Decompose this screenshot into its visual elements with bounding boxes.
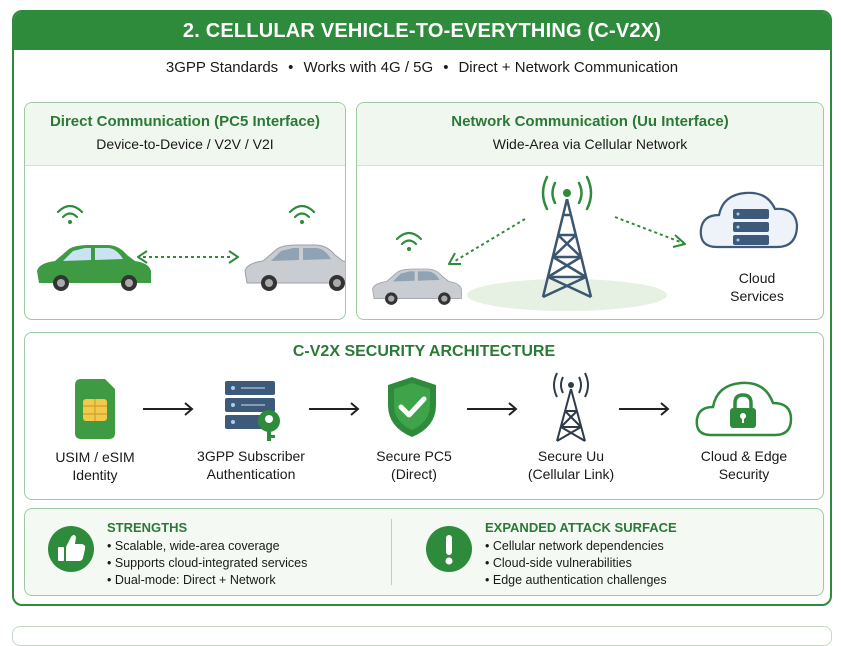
shield-check-icon <box>388 377 436 437</box>
server-key-icon <box>225 381 280 441</box>
security-architecture-panel: C-V2X SECURITY ARCHITECTURE <box>24 332 824 500</box>
strengths-item: • Dual-mode: Direct + Network <box>107 573 276 587</box>
attack-surface-item: • Cellular network dependencies <box>485 539 664 553</box>
warning-exclamation-icon <box>426 526 472 572</box>
step-4-line1: Secure Uu <box>537 448 605 464</box>
tower-to-cloud-arrow <box>614 216 686 248</box>
green-car-icon <box>37 245 151 291</box>
security-step-4-label: Secure Uu (Cellular Link) <box>511 447 631 483</box>
subtitle-item-standards: 3GPP Standards <box>165 59 279 76</box>
thumbs-up-icon <box>48 526 94 572</box>
network-subheading: Wide-Area via Cellular Network <box>492 136 688 152</box>
page-title: 2. CELLULAR VEHICLE-TO-EVERYTHING (C-V2X… <box>14 12 830 50</box>
network-heading: Network Communication (Uu Interface) <box>451 113 729 130</box>
attack-surface-list: • Cellular network dependencies • Cloud-… <box>485 538 667 589</box>
security-title: C-V2X SECURITY ARCHITECTURE <box>292 343 556 360</box>
wifi-icon <box>395 231 423 251</box>
cv2x-card: 2. CELLULAR VEHICLE-TO-EVERYTHING (C-V2X… <box>12 10 832 606</box>
step-3-line1: Secure PC5 <box>376 448 452 464</box>
security-step-3-label: Secure PC5 (Direct) <box>359 447 469 483</box>
subtitle-line: 3GPP Standards • Works with 4G / 5G • Direct… <box>14 59 830 76</box>
flow-arrow-icon <box>619 402 670 416</box>
signal-waves-icon <box>541 175 593 211</box>
attack-surface-heading: EXPANDED ATTACK SURFACE <box>485 520 677 535</box>
wifi-icon <box>56 204 84 224</box>
silver-car-icon <box>372 268 462 305</box>
cloud-lock-icon <box>695 381 793 437</box>
next-card-edge <box>12 626 832 646</box>
step-2-line2: Authentication <box>206 466 296 482</box>
network-communication-panel: Network Communication (Uu Interface) Wid… <box>356 102 824 320</box>
security-step-2-label: 3GPP Subscriber Authentication <box>185 447 317 483</box>
step-3-line2: (Direct) <box>391 466 437 482</box>
cloud-services-label: Cloud Services <box>697 269 817 305</box>
wifi-icon <box>288 204 316 224</box>
tower-ground-shadow <box>467 279 667 311</box>
network-panel-header: Network Communication (Uu Interface) Wid… <box>357 103 823 166</box>
cloud-label-line2: Services <box>730 288 784 304</box>
cell-tower-icon <box>541 198 593 299</box>
strengths-item: • Scalable, wide-area coverage <box>107 539 280 553</box>
direct-subheading: Device-to-Device / V2V / V2I <box>96 136 274 152</box>
cell-tower-icon <box>553 372 589 442</box>
step-5-line1: Cloud & Edge <box>700 448 788 464</box>
sim-card-icon <box>75 379 115 439</box>
direct-panel-header: Direct Communication (PC5 Interface) Dev… <box>25 103 345 166</box>
strengths-item: • Supports cloud-integrated services <box>107 556 308 570</box>
tower-to-car-arrow <box>448 218 526 265</box>
strengths-list: • Scalable, wide-area coverage • Support… <box>107 538 307 589</box>
cloud-label-line1: Cloud <box>738 270 776 286</box>
strengths-heading: STRENGTHS <box>107 520 188 535</box>
bidirectional-arrow-icon <box>137 250 239 264</box>
security-step-1-label: USIM / eSIM Identity <box>45 448 145 484</box>
flow-arrow-icon <box>467 402 518 416</box>
network-illustration <box>372 175 799 311</box>
direct-heading: Direct Communication (PC5 Interface) <box>49 113 321 130</box>
step-5-line2: Security <box>718 466 770 482</box>
step-1-line1: USIM / eSIM <box>55 449 135 465</box>
flow-arrow-icon <box>309 402 360 416</box>
subtitle-item-modes: Direct + Network Communication <box>458 59 679 76</box>
attack-surface-item: • Cloud-side vulnerabilities <box>485 556 632 570</box>
silver-car-icon <box>244 244 345 291</box>
security-step-5-label: Cloud & Edge Security <box>685 447 803 483</box>
subtitle-item-networks: Works with 4G / 5G <box>303 59 434 76</box>
security-flow-illustration <box>75 372 793 442</box>
attack-surface-item: • Edge authentication challenges <box>485 573 667 587</box>
step-2-line1: 3GPP Subscriber <box>197 448 305 464</box>
cloud-server-icon <box>699 191 799 249</box>
step-4-line2: (Cellular Link) <box>527 466 615 482</box>
subtitle-separator: • <box>443 59 449 76</box>
step-1-line2: Identity <box>72 467 118 483</box>
direct-illustration <box>37 204 345 291</box>
strengths-risks-panel: STRENGTHS • Scalable, wide-area coverage… <box>24 508 824 596</box>
flow-arrow-icon <box>143 402 194 416</box>
direct-communication-panel: Direct Communication (PC5 Interface) Dev… <box>24 102 346 320</box>
subtitle-separator: • <box>288 59 294 76</box>
divider <box>391 519 392 585</box>
